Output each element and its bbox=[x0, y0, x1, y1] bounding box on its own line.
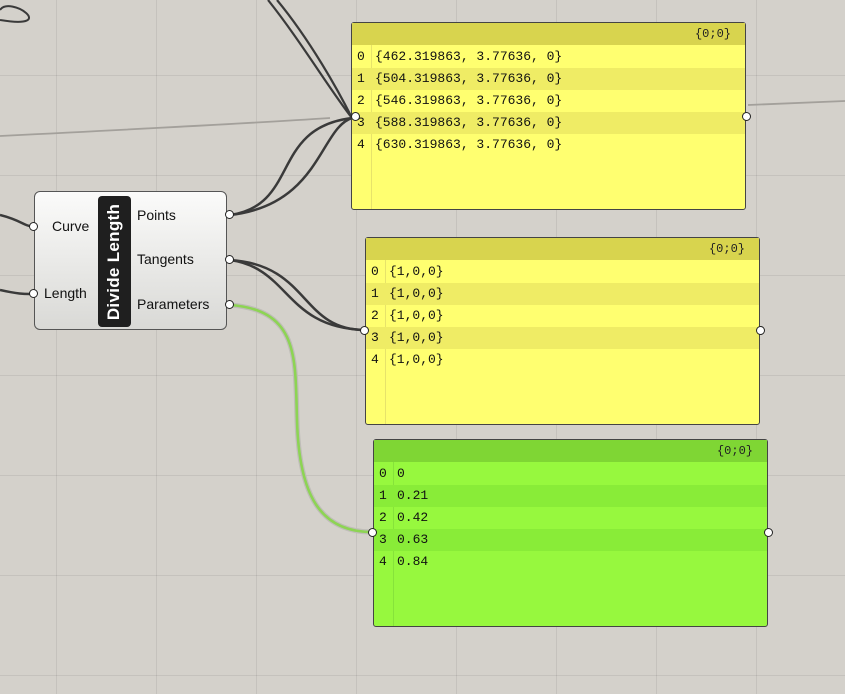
wire-top-a bbox=[0, 5, 30, 23]
row-index: 2 bbox=[357, 93, 365, 108]
wire-points-a bbox=[229, 116, 353, 217]
row-value: 0.63 bbox=[397, 532, 429, 547]
points-panel[interactable]: {0;0} 0 {462.319863, 3.77636, 0} 1 {504.31… bbox=[351, 22, 746, 210]
wire-points-b bbox=[229, 116, 353, 217]
input-curve-port[interactable] bbox=[29, 222, 38, 231]
row-index: 0 bbox=[371, 264, 379, 279]
list-item: 3 {1,0,0} bbox=[366, 327, 759, 349]
wire-length-input bbox=[0, 288, 31, 296]
output-tangents-label: Tangents bbox=[137, 251, 194, 267]
output-parameters-port[interactable] bbox=[225, 300, 234, 309]
row-index: 3 bbox=[371, 330, 379, 345]
list-item: 0 {462.319863, 3.77636, 0} bbox=[352, 46, 745, 68]
input-length-label: Length bbox=[44, 285, 87, 301]
list-item: 4 {630.319863, 3.77636, 0} bbox=[352, 134, 745, 156]
parameters-panel-input-port[interactable] bbox=[368, 528, 377, 537]
output-tangents-port[interactable] bbox=[225, 255, 234, 264]
row-value: {1,0,0} bbox=[389, 286, 444, 301]
list-item: 0 {1,0,0} bbox=[366, 261, 759, 283]
row-index: 1 bbox=[371, 286, 379, 301]
tangents-panel[interactable]: {0;0} 0 {1,0,0} 1 {1,0,0} 2 {1,0,0} 3 {1,0,0… bbox=[365, 237, 760, 425]
wire-background-left bbox=[0, 117, 331, 137]
component-name-band: Divide Length bbox=[98, 196, 131, 327]
row-index: 1 bbox=[357, 71, 365, 86]
wire-top-c bbox=[276, 0, 353, 119]
row-value: {1,0,0} bbox=[389, 352, 444, 367]
row-index: 4 bbox=[379, 554, 387, 569]
panel-path-header: {0;0} bbox=[366, 238, 759, 260]
row-index: 4 bbox=[357, 137, 365, 152]
list-item: 2 {1,0,0} bbox=[366, 305, 759, 327]
list-item: 1 {1,0,0} bbox=[366, 283, 759, 305]
row-index: 2 bbox=[371, 308, 379, 323]
divide-length-component[interactable]: Curve Length Divide Length Points Tangen… bbox=[34, 191, 227, 330]
row-value: {462.319863, 3.77636, 0} bbox=[375, 49, 563, 64]
row-index: 0 bbox=[357, 49, 365, 64]
row-index: 3 bbox=[379, 532, 387, 547]
row-value: {1,0,0} bbox=[389, 308, 444, 323]
points-panel-input-port[interactable] bbox=[351, 112, 360, 121]
list-item: 4 {1,0,0} bbox=[366, 349, 759, 371]
wire-tangents-a bbox=[229, 258, 366, 332]
output-points-label: Points bbox=[137, 207, 176, 223]
row-value: {1,0,0} bbox=[389, 330, 444, 345]
row-value: {504.319863, 3.77636, 0} bbox=[375, 71, 563, 86]
row-index: 0 bbox=[379, 466, 387, 481]
component-title: Divide Length bbox=[104, 203, 124, 320]
row-index: 2 bbox=[379, 510, 387, 525]
output-parameters-label: Parameters bbox=[137, 296, 210, 312]
row-index: 1 bbox=[379, 488, 387, 503]
wire-background-right bbox=[747, 100, 845, 106]
panel-path-header: {0;0} bbox=[374, 440, 767, 462]
wire-tangents-b bbox=[229, 258, 366, 332]
row-value: {588.319863, 3.77636, 0} bbox=[375, 115, 563, 130]
row-value: 0.21 bbox=[397, 488, 429, 503]
row-value: 0.42 bbox=[397, 510, 429, 525]
tangents-panel-output-port[interactable] bbox=[756, 326, 765, 335]
list-item: 2 {546.319863, 3.77636, 0} bbox=[352, 90, 745, 112]
row-value: 0 bbox=[397, 466, 405, 481]
row-value: {1,0,0} bbox=[389, 264, 444, 279]
output-points-port[interactable] bbox=[225, 210, 234, 219]
points-panel-output-port[interactable] bbox=[742, 112, 751, 121]
row-index: 4 bbox=[371, 352, 379, 367]
list-item: 3 {588.319863, 3.77636, 0} bbox=[352, 112, 745, 134]
wire-parameters-shadow bbox=[229, 302, 373, 535]
list-item: 1 {504.319863, 3.77636, 0} bbox=[352, 68, 745, 90]
wire-top-b bbox=[267, 0, 353, 119]
wire-parameters bbox=[229, 303, 373, 534]
input-curve-label: Curve bbox=[52, 218, 90, 234]
row-value: {630.319863, 3.77636, 0} bbox=[375, 137, 563, 152]
wire-curve-input bbox=[0, 213, 31, 228]
parameters-panel-output-port[interactable] bbox=[764, 528, 773, 537]
row-index: 3 bbox=[357, 115, 365, 130]
row-value: {546.319863, 3.77636, 0} bbox=[375, 93, 563, 108]
tangents-panel-input-port[interactable] bbox=[360, 326, 369, 335]
input-length-port[interactable] bbox=[29, 289, 38, 298]
panel-path-header: {0;0} bbox=[352, 23, 745, 45]
row-value: 0.84 bbox=[397, 554, 429, 569]
